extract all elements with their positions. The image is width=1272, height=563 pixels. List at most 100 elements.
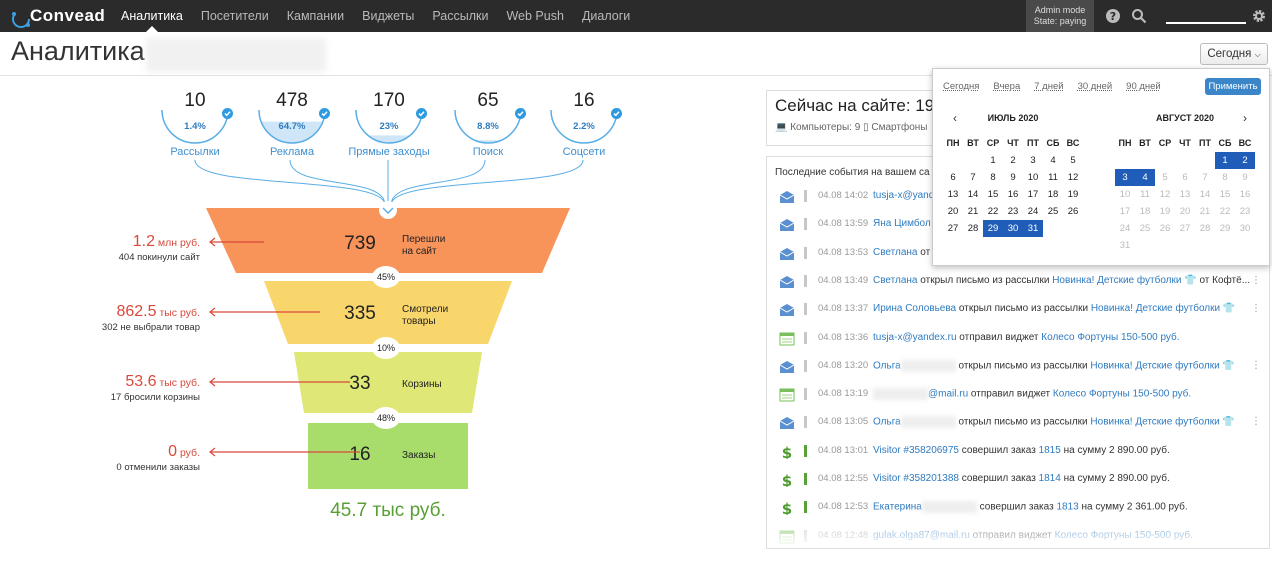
calendar-day[interactable]: 7 <box>970 172 976 183</box>
date-range-button[interactable]: Сегодня ⌵ <box>1200 43 1268 65</box>
traffic-source-label[interactable]: Прямые заходы <box>348 146 430 158</box>
event-target-link[interactable]: Новинка! Детские футболки <box>1090 417 1220 429</box>
event-target-link[interactable]: 1814 <box>1038 473 1061 484</box>
calendar-day[interactable]: 23 <box>1007 206 1019 217</box>
calendar-day[interactable]: 4 <box>1135 169 1155 186</box>
event-visitor-link[interactable]: tusja-x@yandex.ru <box>873 331 957 343</box>
traffic-source-label[interactable]: Рассылки <box>170 146 220 158</box>
calendar-day[interactable]: 26 <box>1067 206 1079 217</box>
chevron-right-icon[interactable]: › <box>1243 111 1247 125</box>
event-target-link[interactable]: Новинка! Детские футболки <box>1090 360 1220 372</box>
date-preset-1[interactable]: Вчера <box>993 81 1021 92</box>
calendar-day[interactable]: 16 <box>1007 189 1019 200</box>
funnel-loss-3[interactable]: 0 руб.0 отменили заказы <box>10 443 200 473</box>
calendar-day[interactable]: 21 <box>967 206 979 217</box>
nav-item-4[interactable]: Рассылки <box>432 9 489 23</box>
event-target-link[interactable]: Колесо Фортуны 150-500 руб. <box>1052 388 1192 400</box>
event-visitor-link[interactable]: Светлана <box>873 274 918 286</box>
date-preset-3[interactable]: 30 дней <box>1077 81 1113 92</box>
calendar-day[interactable]: 11 <box>1048 172 1058 183</box>
calendar-day[interactable]: 5 <box>1070 155 1076 166</box>
search-icon[interactable] <box>1131 8 1147 24</box>
event-visitor-link[interactable]: Visitor #358201388 <box>873 473 959 484</box>
calendar-day[interactable]: 17 <box>1027 189 1039 200</box>
calendar-day[interactable]: 24 <box>1027 206 1039 217</box>
event-target-link[interactable]: Новинка! Детские футболки <box>1052 274 1182 286</box>
event-visitor-link[interactable]: Светлана <box>873 246 918 258</box>
traffic-source-label[interactable]: Поиск <box>472 146 504 158</box>
nav-item-2[interactable]: Кампании <box>286 9 345 23</box>
nav-item-1[interactable]: Посетители <box>200 9 269 23</box>
gear-icon[interactable] <box>1251 8 1267 24</box>
calendar-day[interactable]: 29 <box>983 220 1003 237</box>
calendar-day[interactable]: 8 <box>990 172 996 183</box>
calendar-day[interactable]: 6 <box>950 172 956 183</box>
calendar-day[interactable]: 15 <box>987 189 999 200</box>
more-icon[interactable]: ⋮ <box>1251 274 1261 286</box>
date-preset-0[interactable]: Сегодня <box>943 81 980 92</box>
event-target-link[interactable]: 1815 <box>1038 444 1061 456</box>
event-target-link[interactable]: Колесо Фортуны 150-500 руб. <box>1041 331 1180 343</box>
calendar-day[interactable]: 20 <box>947 206 959 217</box>
user-account-menu[interactable] <box>1166 10 1246 24</box>
calendar-day[interactable]: 1 <box>990 155 996 166</box>
funnel-loss-2[interactable]: 53.6 тыс руб.17 бросили корзины <box>10 373 200 403</box>
event-visitor-link[interactable]: Ирина Соловьева <box>873 303 957 315</box>
calendar-day[interactable]: 30 <box>1003 220 1023 237</box>
event-visitor-link[interactable]: Яна Цимбол <box>873 218 931 230</box>
calendar-day[interactable]: 2 <box>1235 152 1255 169</box>
traffic-source-label[interactable]: Реклама <box>269 146 315 158</box>
calendar-day[interactable]: 14 <box>967 189 979 200</box>
calendar-day[interactable]: 3 <box>1030 155 1036 166</box>
event-visitor-link[interactable]: tusja-x@yand <box>873 190 935 201</box>
date-preset-4[interactable]: 90 дней <box>1126 81 1161 92</box>
calendar-day[interactable]: 22 <box>987 206 999 217</box>
event-visitor-link[interactable]: Ольга <box>873 417 901 429</box>
calendar-day[interactable]: 13 <box>947 189 959 200</box>
nav-item-5[interactable]: Web Push <box>506 9 564 23</box>
help-icon[interactable]: ? <box>1105 8 1121 24</box>
calendar-day[interactable]: 3 <box>1115 169 1135 186</box>
calendar-day[interactable]: 25 <box>1047 206 1059 217</box>
event-target-link[interactable]: Новинка! Детские футболки <box>1090 303 1221 315</box>
calendar-day[interactable]: 4 <box>1050 155 1056 166</box>
calendar-day[interactable]: 12 <box>1067 172 1079 183</box>
calendar-day[interactable]: 1 <box>1215 152 1235 169</box>
event-target-link[interactable]: 1813 <box>1056 501 1079 513</box>
event-visitor-link[interactable]: Visitor #358206975 <box>873 444 959 456</box>
calendar-day[interactable]: 19 <box>1067 189 1079 200</box>
nav-item-3[interactable]: Виджеты <box>362 9 415 23</box>
event-visitor-link[interactable]: Ольга <box>873 360 901 372</box>
traffic-source-label[interactable]: Соцсети <box>562 146 606 158</box>
more-icon[interactable]: ⋮ <box>1251 359 1261 371</box>
apply-button[interactable]: Применить <box>1205 78 1261 95</box>
event-visitor-link[interactable]: @mail.ru <box>928 388 969 400</box>
more-icon[interactable]: ⋮ <box>1251 416 1261 428</box>
calendar-day[interactable]: 18 <box>1047 189 1059 200</box>
calendar-day[interactable]: 28 <box>967 223 979 234</box>
admin-mode-badge[interactable]: Admin mode State: paying <box>1026 0 1094 32</box>
more-icon[interactable]: ⋮ <box>1251 303 1261 315</box>
funnel-loss-0[interactable]: 1.2 млн руб.404 покинули сайт <box>10 233 200 263</box>
calendar-day[interactable]: 10 <box>1027 172 1039 183</box>
event-visitor-link[interactable]: Екатерина <box>873 501 922 513</box>
calendar-day[interactable]: 2 <box>1010 155 1016 166</box>
calendar-day[interactable]: 9 <box>1010 172 1016 183</box>
convead-logo[interactable]: Convead <box>10 4 110 30</box>
